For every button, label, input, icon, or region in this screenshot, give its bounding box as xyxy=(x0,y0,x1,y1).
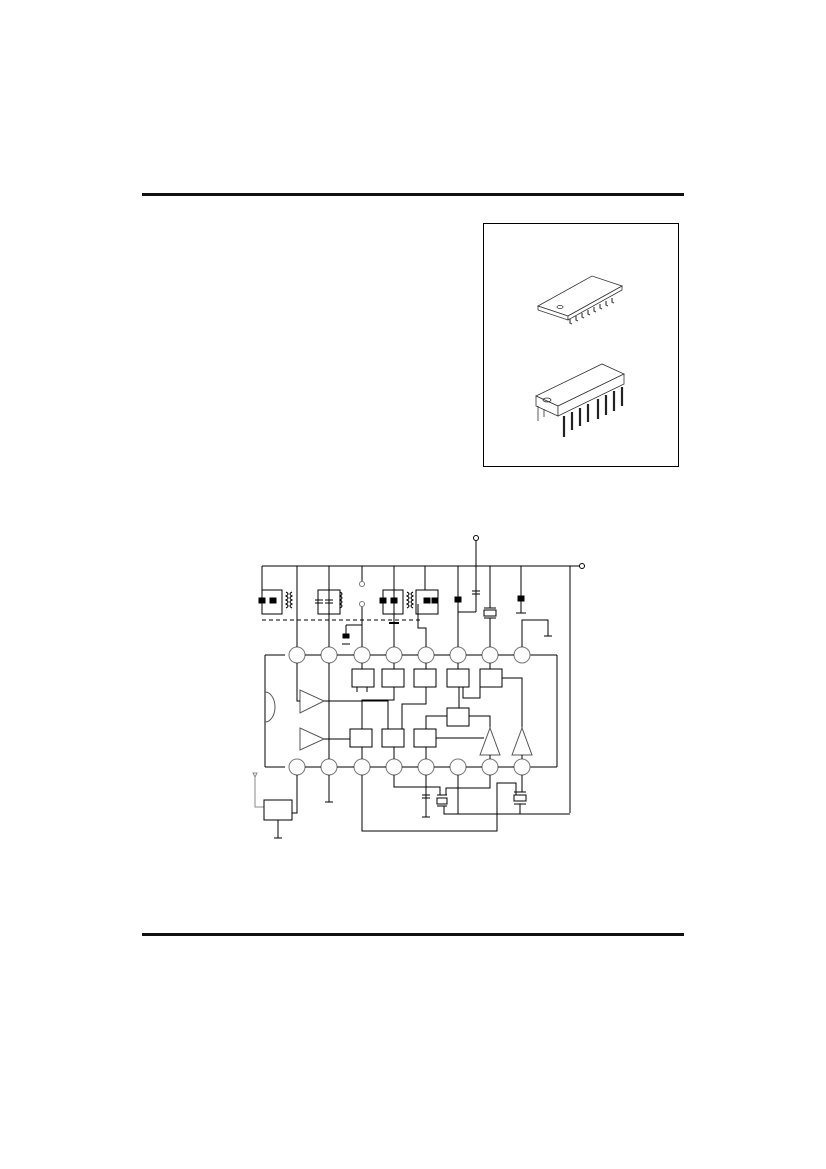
decoupling-network xyxy=(454,566,552,647)
dip-package-icon xyxy=(535,363,625,437)
amplifiers xyxy=(299,689,533,756)
switch-icon xyxy=(342,566,365,647)
crystal-oscillator-1 xyxy=(393,775,570,818)
internal-blocks xyxy=(328,663,523,759)
package-drawings xyxy=(535,275,625,437)
rf-module xyxy=(263,775,298,839)
footer-rule xyxy=(142,933,684,936)
tank-circuit-3 xyxy=(379,566,410,647)
antenna-icon xyxy=(252,772,264,808)
tank-circuit-1 xyxy=(258,566,298,647)
block-diagram xyxy=(240,530,600,855)
so-package-icon xyxy=(537,275,623,325)
tank-circuit-2 xyxy=(315,566,343,647)
crystal-oscillator-2 xyxy=(513,775,527,814)
tank-circuit-4 xyxy=(410,566,439,647)
header-rule xyxy=(142,193,684,196)
ic-outline xyxy=(264,566,571,813)
package-illustration-box xyxy=(483,223,679,467)
supply-terminal-icon xyxy=(262,535,585,569)
bottom-pin-row xyxy=(288,758,531,776)
